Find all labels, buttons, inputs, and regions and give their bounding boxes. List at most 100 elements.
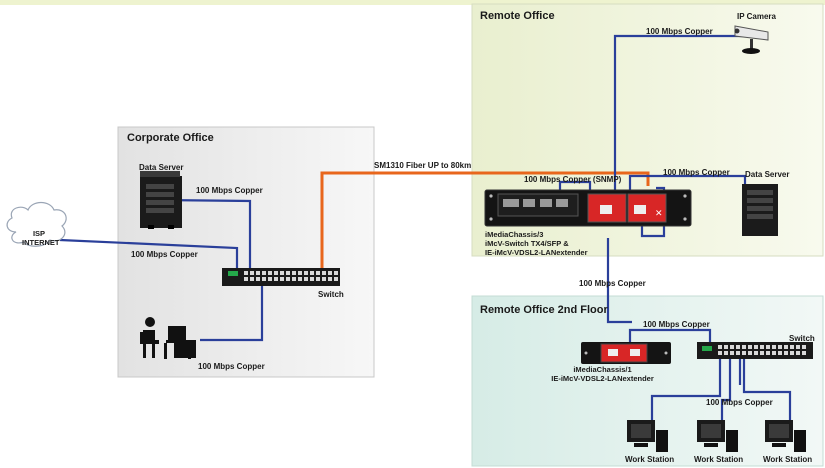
corporate-switch-port [292, 271, 296, 275]
copper-snmp-link [558, 180, 592, 190]
floor2-switch-port [742, 345, 746, 349]
floor2-chassis-line2: IE-iMcV-VDSL2-LANextender [551, 374, 654, 383]
floor2-switch-port [802, 345, 806, 349]
corporate-data-server-label: Data Server [139, 163, 184, 172]
corporate-switch-port [256, 277, 260, 281]
floor2-switch-port [718, 351, 722, 355]
floor2-switch-port [730, 351, 734, 355]
top-strip [0, 0, 825, 5]
floor2-title: Remote Office 2nd Floor [480, 304, 608, 316]
remote-chassis-3-icon: ✕ [484, 189, 692, 227]
floor2-switch-port [754, 351, 758, 355]
floor2-switch-port [790, 351, 794, 355]
corporate-office-title: Corporate Office [127, 132, 214, 144]
remote-chassis-line2: iMcV-Switch TX4/SFP & [485, 239, 569, 248]
remote-chassis-line3: IE-iMcV-VDSL2-LANextender [485, 248, 588, 257]
corporate-switch-port [316, 271, 320, 275]
remote-data-server-label: Data Server [745, 170, 790, 179]
floor2-switch-port [736, 351, 740, 355]
corporate-switch-port [268, 271, 272, 275]
corporate-switch-port [274, 277, 278, 281]
corporate-switch-port [250, 271, 254, 275]
ip-camera-label: IP Camera [737, 12, 776, 21]
copper-server-link [628, 174, 747, 190]
floor2-switch-port [766, 345, 770, 349]
floor2-switch-port [790, 345, 794, 349]
corporate-switch-port [304, 271, 308, 275]
corporate-office-panel [117, 126, 375, 378]
copper-chassis-to-switch-2 [628, 328, 712, 342]
corporate-switch-port [310, 271, 314, 275]
floor2-switch-port [772, 345, 776, 349]
workstation-3-icon [765, 420, 806, 452]
corporate-switch-port [328, 277, 332, 281]
remote-copper-server-label: 100 Mbps Copper [663, 168, 730, 177]
copper-chassis-loop [640, 186, 666, 238]
corporate-switch-port [298, 277, 302, 281]
corporate-switch-port [262, 271, 266, 275]
corporate-switch-port [268, 277, 272, 281]
corporate-switch-port [286, 271, 290, 275]
floor2-switch-port [736, 345, 740, 349]
corporate-copper-ws-label: 100 Mbps Copper [198, 362, 265, 371]
workstation-person-icon [140, 317, 196, 359]
floor2-copper-top-label: 100 Mbps Copper [643, 320, 710, 329]
corporate-switch-port [280, 277, 284, 281]
corporate-switch-port [334, 277, 338, 281]
corporate-switch-port [298, 271, 302, 275]
floor2-switch-icon [697, 342, 813, 359]
floor2-chassis-1-icon [581, 342, 671, 364]
remote-chassis-line1: iMediaChassis/3 [485, 230, 544, 239]
floor2-switch-port [796, 345, 800, 349]
corporate-copper-server-label: 100 Mbps Copper [196, 186, 263, 195]
corporate-switch-port [334, 271, 338, 275]
corporate-copper-isp-label: 100 Mbps Copper [131, 250, 198, 259]
remote-copper-snmp-label: 100 Mbps Copper (SNMP) [524, 175, 622, 184]
workstation-1-label: Work Station [625, 455, 675, 464]
remote-office-title: Remote Office [480, 10, 555, 22]
corporate-switch-port [310, 277, 314, 281]
copper-server-to-switch [159, 198, 252, 270]
floor2-switch-port [730, 345, 734, 349]
floor2-switch-port [748, 345, 752, 349]
corporate-switch-port [250, 277, 254, 281]
floor2-copper-ws-label: 100 Mbps Copper [706, 398, 773, 407]
copper-isp-to-switch [59, 238, 239, 270]
floor2-switch-port [796, 351, 800, 355]
corporate-switch-port [322, 277, 326, 281]
isp-label-line2: INTERNET [22, 238, 60, 247]
floor2-switch-port [718, 345, 722, 349]
floor2-switch-port [778, 351, 782, 355]
corporate-switch-port [280, 271, 284, 275]
floor2-switch-port [724, 345, 728, 349]
copper-ws2 [720, 358, 732, 420]
workstation-2-label: Work Station [694, 455, 744, 464]
corporate-switch-port [316, 277, 320, 281]
corporate-server-icon [140, 171, 182, 229]
remote-server-icon [742, 184, 778, 236]
floor2-switch-port [754, 345, 758, 349]
corporate-switch-port [244, 271, 248, 275]
svg-text:✕: ✕ [655, 208, 663, 218]
floor2-switch-port [784, 345, 788, 349]
floor2-chassis-label: iMediaChassis/1 IE-iMcV-VDSL2-LANextende… [530, 365, 675, 383]
corporate-switch-label: Switch [318, 290, 344, 299]
copper-ws1 [650, 358, 722, 420]
floor2-switch-port [748, 351, 752, 355]
floor2-switch-port [778, 345, 782, 349]
corporate-switch-port [274, 271, 278, 275]
workstation-1-icon [627, 420, 668, 452]
copper-camera-link [613, 34, 752, 190]
floor2-switch-port [760, 345, 764, 349]
remote-chassis-label: iMediaChassis/3 iMcV-Switch TX4/SFP & IE… [485, 230, 588, 257]
floor2-switch-port [802, 351, 806, 355]
floor2-switch-port [742, 351, 746, 355]
floor2-switch-port [766, 351, 770, 355]
corporate-switch-port [292, 277, 296, 281]
workstation-2-icon [697, 420, 738, 452]
isp-label-line1: ISP [32, 229, 46, 238]
link-down-copper-label: 100 Mbps Copper [579, 279, 646, 288]
fiber-link [320, 171, 650, 272]
